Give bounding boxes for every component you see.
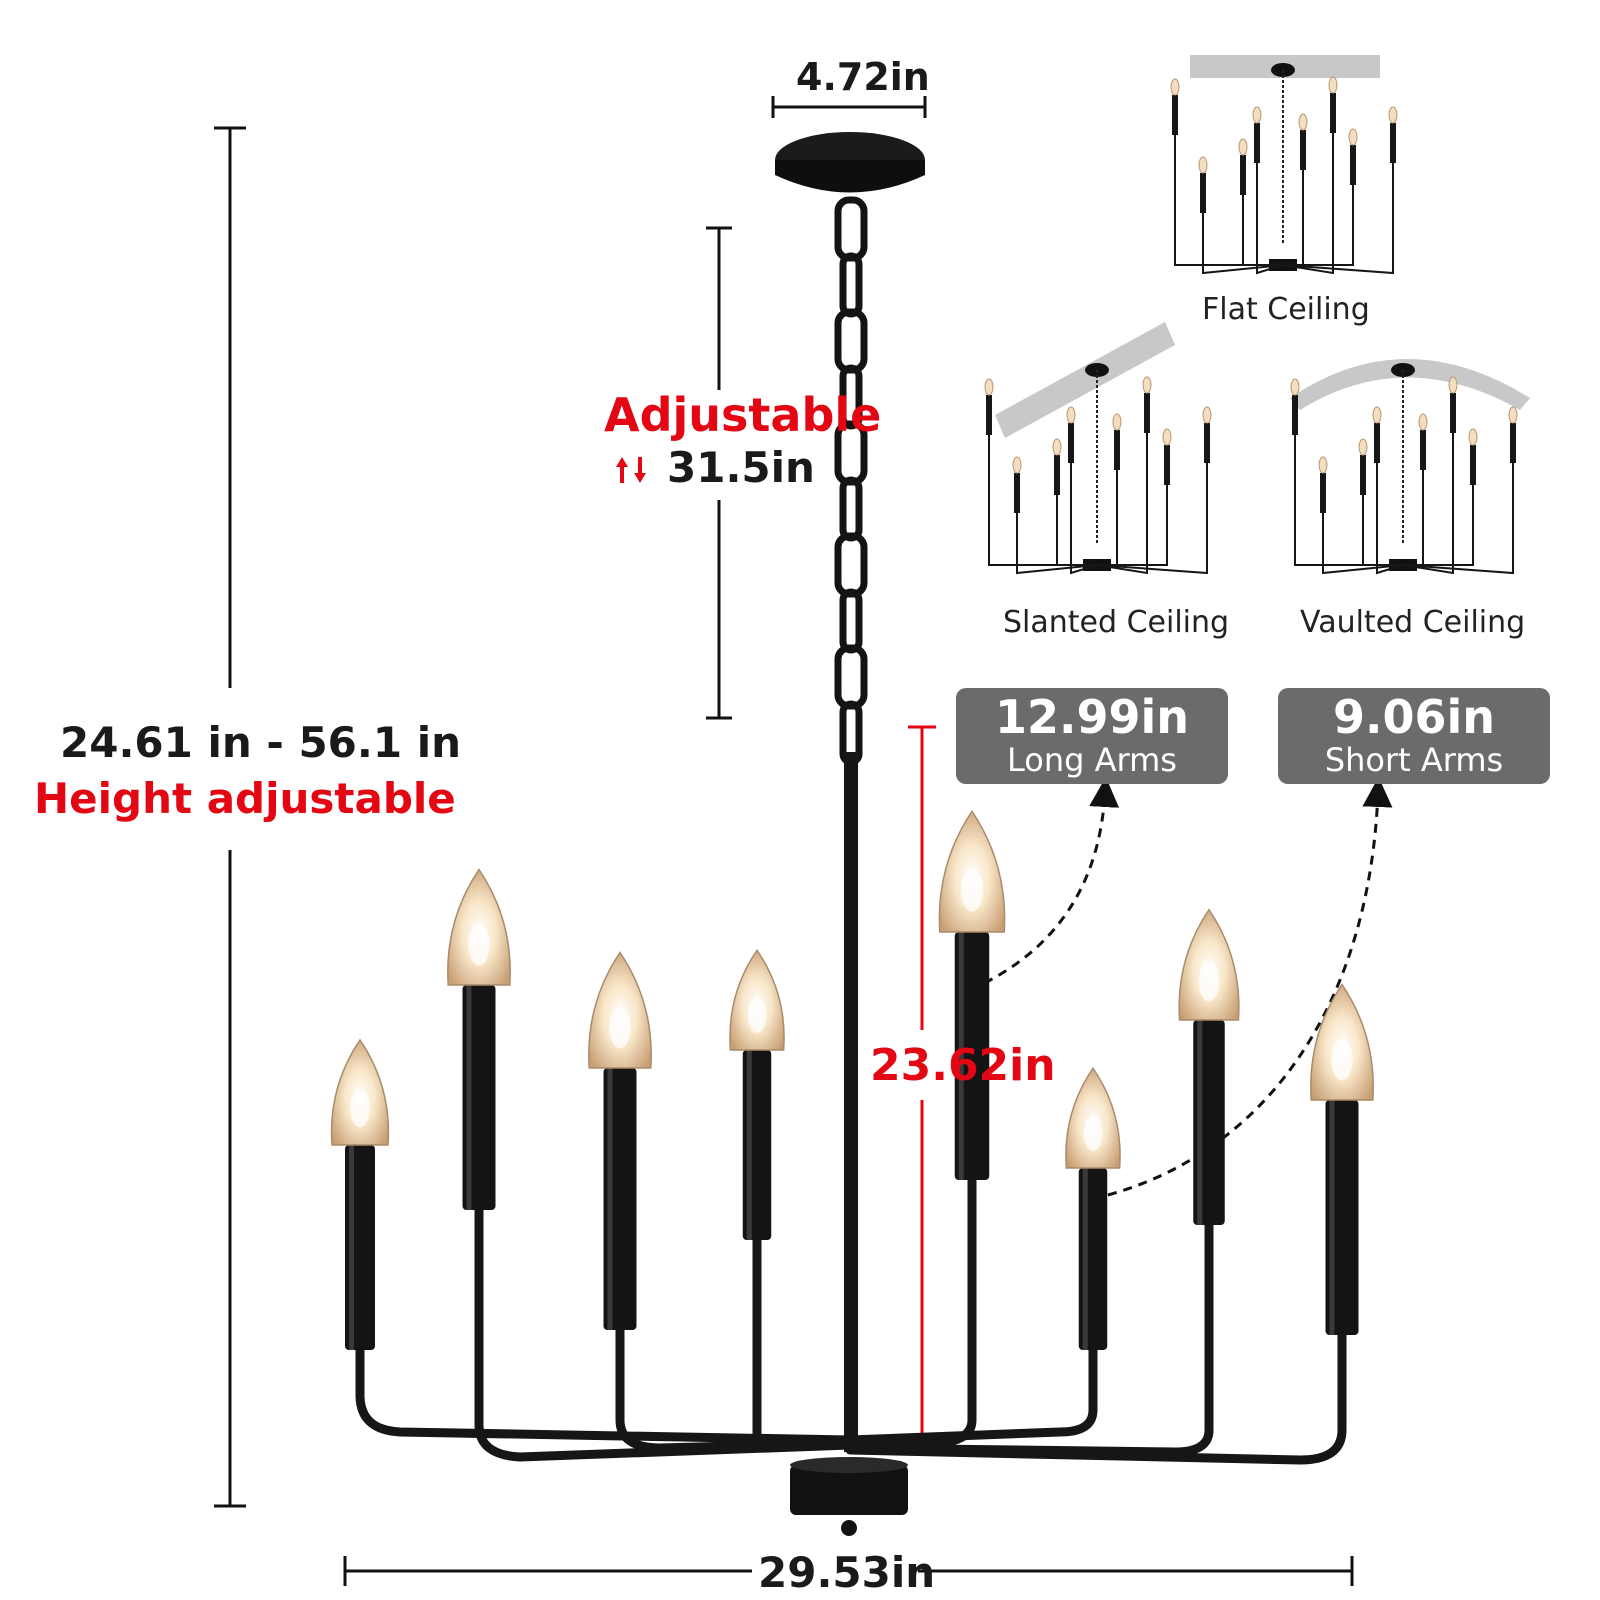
canopy-width-label: 4.72in — [796, 55, 930, 99]
long-arms-value: 12.99in — [994, 690, 1190, 744]
vaulted-ceiling-caption: Vaulted Ceiling — [1300, 605, 1526, 640]
slanted-ceiling-thumbnail — [984, 322, 1212, 575]
chain-adjustable-value: 31.5in — [667, 443, 815, 492]
flat-ceiling-thumbnail — [1170, 55, 1398, 275]
overall-width-dimension-line — [343, 1556, 1354, 1586]
slanted-ceiling-caption: Slanted Ceiling — [1003, 605, 1230, 640]
long-arms-name: Long Arms — [1007, 741, 1177, 779]
canopy-width-dimension-line — [771, 96, 927, 118]
short-arm-pointer-arrow — [1107, 777, 1393, 1197]
overall-height-dimension-line — [214, 126, 246, 1508]
overall-height-range-label: 24.61 in - 56.1 in — [60, 718, 461, 767]
vaulted-ceiling-thumbnail — [1290, 359, 1530, 575]
body-height-dimension-line — [908, 725, 936, 1440]
long-arms-badge: 12.99in Long Arms — [956, 688, 1228, 784]
flat-ceiling-caption: Flat Ceiling — [1202, 292, 1370, 327]
short-arms-name: Short Arms — [1324, 741, 1504, 779]
short-arms-badge: 9.06in Short Arms — [1278, 688, 1550, 784]
body-height-label: 23.62in — [870, 1040, 1056, 1091]
up-down-arrows-icon — [616, 457, 646, 483]
overall-width-label: 29.53in — [758, 1548, 936, 1597]
long-arm-pointer-arrow — [969, 777, 1120, 992]
chain-length-dimension-line — [706, 226, 732, 720]
height-adjustable-note: Height adjustable — [34, 774, 456, 823]
main-chandelier — [330, 132, 1374, 1536]
chain-adjustable-title: Adjustable — [604, 388, 882, 442]
short-arms-value: 9.06in — [1332, 690, 1495, 744]
